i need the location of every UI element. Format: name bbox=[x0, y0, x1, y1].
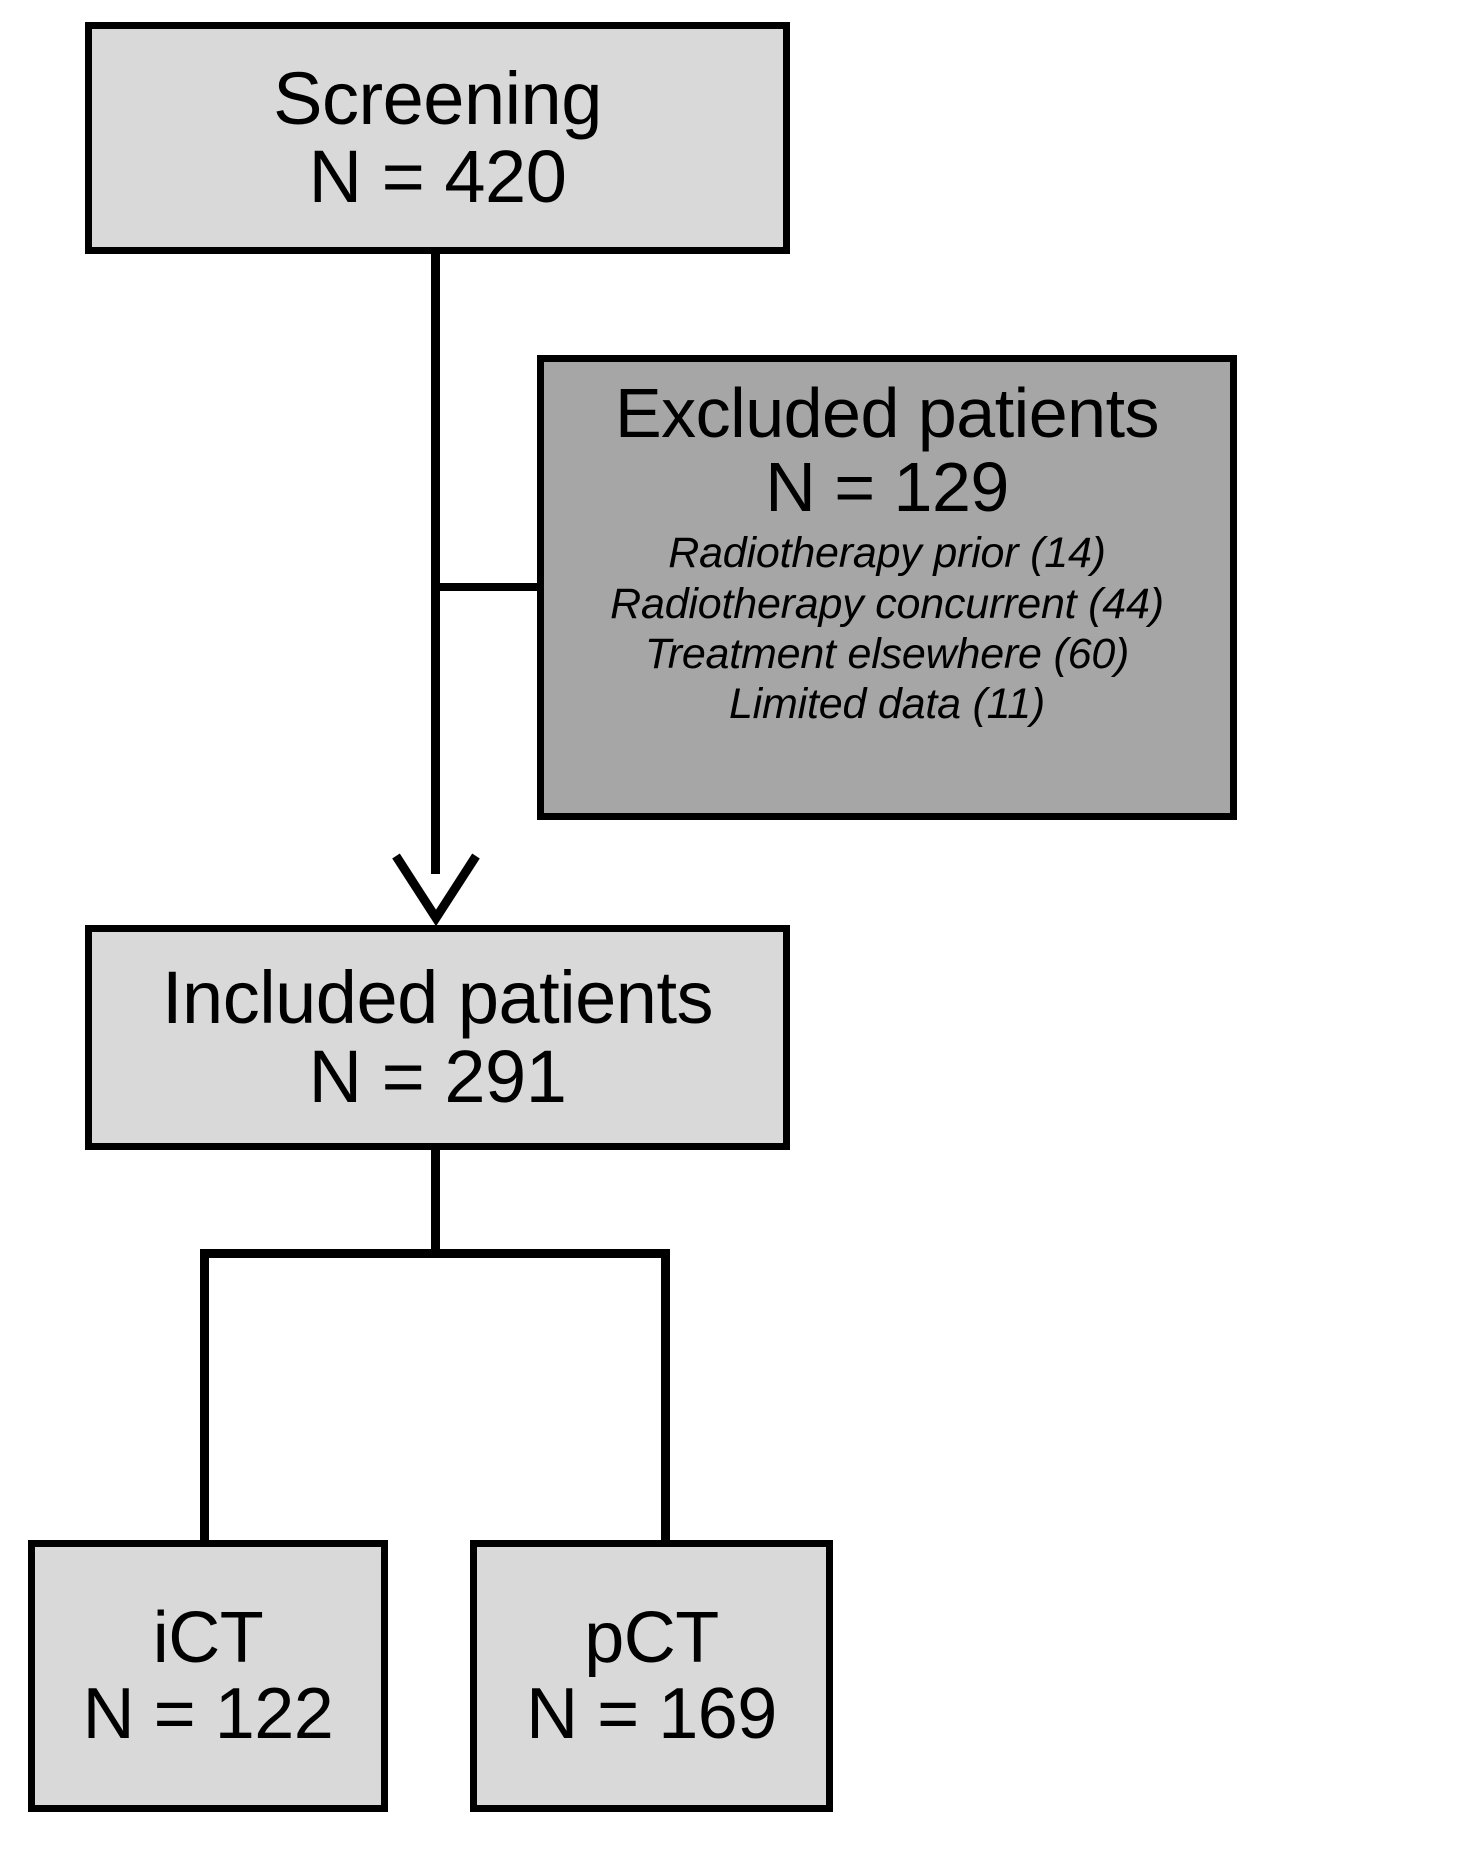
ict-count: N = 122 bbox=[82, 1674, 334, 1754]
pct-count: N = 169 bbox=[526, 1674, 777, 1754]
connector-screening-to-included bbox=[431, 254, 440, 874]
excluded-count: N = 129 bbox=[765, 448, 1009, 527]
ict-title: iCT bbox=[152, 1597, 264, 1678]
excluded-reason: Radiotherapy concurrent (44) bbox=[610, 579, 1164, 628]
node-arm-ict: iCT N = 122 bbox=[28, 1540, 388, 1812]
screening-count: N = 420 bbox=[308, 135, 567, 218]
node-screening: Screening N = 420 bbox=[85, 22, 790, 254]
connector-splitter-bar bbox=[200, 1249, 670, 1258]
connector-to-pct bbox=[661, 1249, 670, 1541]
excluded-reason-list: Radiotherapy prior (14) Radiotherapy con… bbox=[544, 528, 1230, 729]
excluded-reason: Limited data (11) bbox=[728, 680, 1046, 729]
included-title: Included patients bbox=[161, 956, 714, 1040]
node-excluded-patients: Excluded patients N = 129 Radiotherapy p… bbox=[537, 355, 1237, 820]
excluded-title: Excluded patients bbox=[614, 374, 1160, 452]
node-included-patients: Included patients N = 291 bbox=[85, 925, 790, 1150]
node-arm-pct: pCT N = 169 bbox=[470, 1540, 833, 1812]
included-count: N = 291 bbox=[308, 1034, 567, 1118]
screening-title: Screening bbox=[273, 56, 602, 140]
excluded-reason: Treatment elsewhere (60) bbox=[644, 629, 1130, 678]
connector-to-excluded bbox=[440, 583, 540, 591]
connector-included-to-split bbox=[431, 1150, 440, 1254]
arrowhead-icon bbox=[392, 853, 480, 927]
connector-to-ict bbox=[200, 1249, 209, 1541]
pct-title: pCT bbox=[584, 1597, 719, 1678]
excluded-reason: Radiotherapy prior (14) bbox=[668, 529, 1106, 578]
